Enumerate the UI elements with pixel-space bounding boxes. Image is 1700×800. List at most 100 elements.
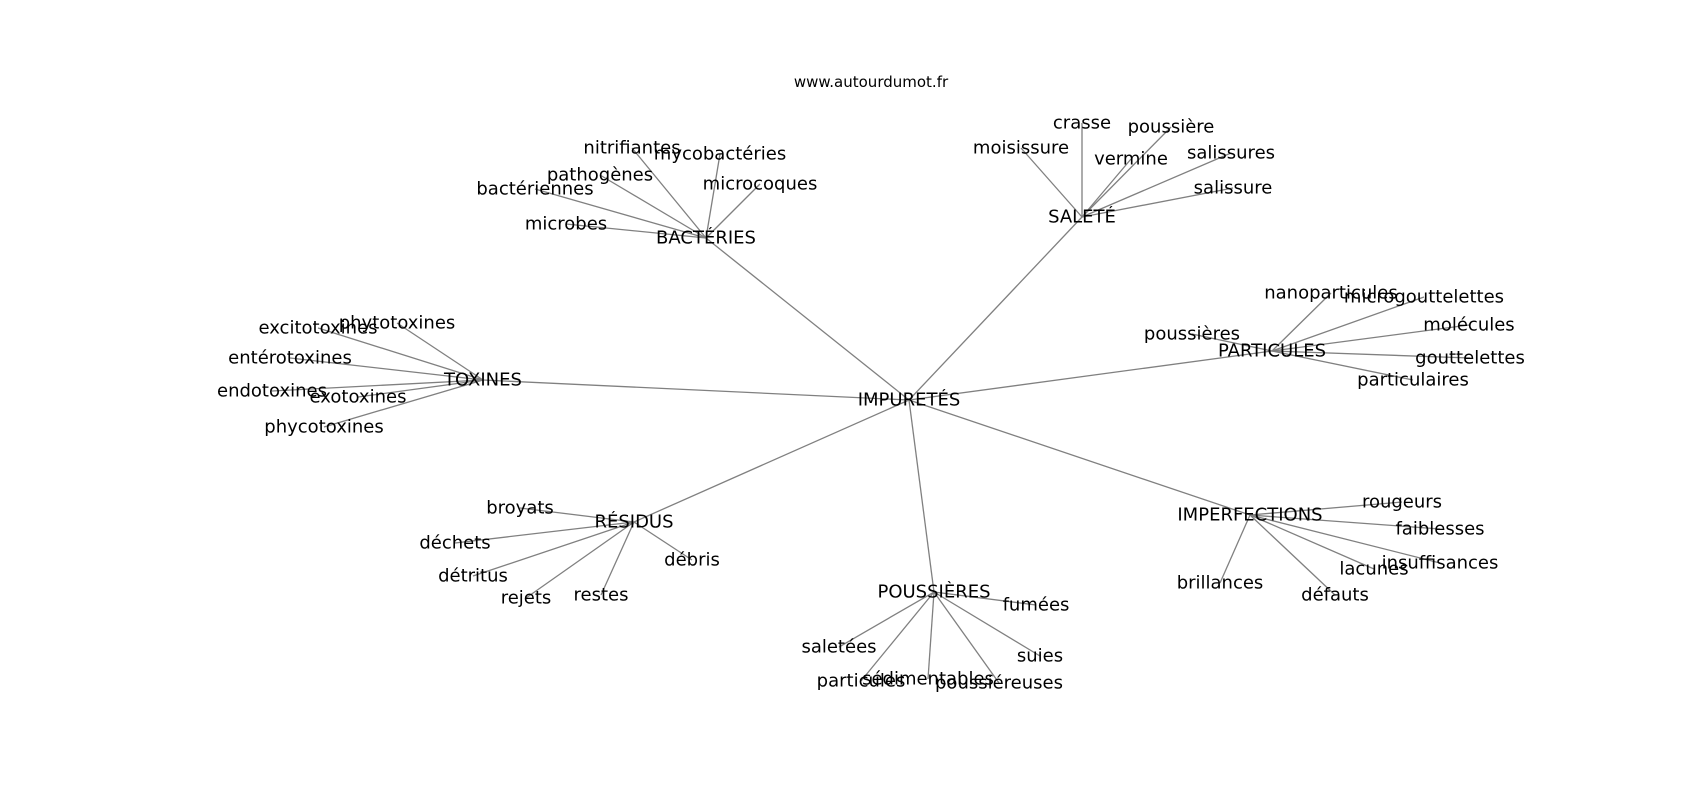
edge-center-particules: [908, 350, 1273, 401]
edge-residus-restes: [600, 521, 635, 596]
leaf-node-restes[interactable]: restes: [574, 585, 629, 606]
edge-poussieres-sedimentables: [927, 591, 935, 680]
edge-toxines-excitotoxines: [317, 327, 484, 381]
edge-residus-debris: [633, 521, 693, 561]
edge-poussieres-suies: [933, 591, 1041, 657]
edge-bacteries-bacteriennes: [534, 188, 707, 239]
leaf-node-broyats[interactable]: broyats: [486, 498, 554, 519]
leaf-node-faiblesses[interactable]: faiblesses: [1395, 519, 1484, 540]
edge-bacteries-mycobacteries: [705, 153, 721, 239]
edge-imperfections-lacunes: [1249, 514, 1375, 570]
edge-bacteries-nitrifiantes: [631, 147, 707, 239]
edge-imperfections-faiblesses: [1249, 514, 1441, 530]
edge-poussieres-fumees: [933, 591, 1037, 606]
edge-toxines-phytotoxines: [396, 322, 484, 381]
leaf-node-saletees[interactable]: saletées: [801, 637, 876, 658]
leaf-node-salissures[interactable]: salissures: [1187, 143, 1275, 164]
leaf-node-poussiereuses[interactable]: poussiéreuses: [935, 673, 1063, 694]
leaf-node-nanoparticules[interactable]: nanoparticules: [1264, 283, 1398, 304]
leaf-node-endotoxines[interactable]: endotoxines: [217, 381, 327, 402]
edge-salete-salissures: [1081, 152, 1232, 218]
edge-residus-detritus: [472, 521, 635, 577]
leaf-node-microbes[interactable]: microbes: [525, 214, 607, 235]
leaf-node-salissure[interactable]: salissure: [1194, 178, 1273, 199]
center-node[interactable]: IMPURETÉS: [858, 389, 961, 411]
leaf-node-brillances[interactable]: brillances: [1177, 573, 1264, 594]
leaf-node-excitotoxines[interactable]: excitotoxines: [258, 318, 377, 339]
edge-poussieres-saletees: [838, 591, 935, 648]
edge-center-bacteries: [705, 237, 910, 401]
leaf-node-rejets[interactable]: rejets: [501, 588, 552, 609]
branch-node-particules[interactable]: PARTICULES: [1218, 341, 1326, 362]
edge-imperfections-brillances: [1219, 514, 1251, 584]
edge-salete-moisissure: [1020, 147, 1083, 218]
edge-toxines-endotoxines: [271, 379, 484, 392]
leaf-node-particules[interactable]: particules: [817, 671, 906, 692]
leaf-node-exotoxines[interactable]: exotoxines: [310, 387, 407, 408]
edge-center-residus: [633, 399, 910, 523]
leaf-node-nitrifiantes[interactable]: nitrifiantes: [583, 138, 680, 159]
edge-salete-salissure: [1081, 187, 1234, 218]
edge-poussieres-poussiereuses: [933, 591, 1000, 684]
edge-particules-particulaires: [1271, 350, 1414, 381]
edge-toxines-enterotoxines: [289, 357, 484, 381]
edge-bacteries-microbes: [565, 223, 707, 239]
edge-bacteries-microcoques: [705, 183, 761, 239]
leaf-node-microcoques[interactable]: microcoques: [703, 174, 818, 195]
edge-particules-microgouttelettes: [1271, 296, 1425, 352]
leaf-node-fumees[interactable]: fumées: [1003, 595, 1070, 616]
branch-node-poussieres[interactable]: POUSSIÈRES: [877, 581, 990, 603]
edge-salete-poussiere: [1081, 126, 1172, 218]
edge-center-imperfections: [908, 399, 1251, 516]
leaf-node-dechets[interactable]: déchets: [419, 533, 490, 554]
labels-layer: IMPURETÉS BACTÉRIES nitrifiantesmycobactér…: [217, 113, 1525, 694]
leaf-node-lacunes[interactable]: lacunes: [1339, 559, 1408, 580]
leaf-node-debris[interactable]: débris: [664, 550, 720, 571]
edge-residus-dechets: [454, 521, 635, 544]
edge-salete-vermine: [1081, 158, 1132, 218]
edge-particules-gouttelettes: [1271, 350, 1471, 359]
leaf-node-mycobacteries[interactable]: mycobactéries: [654, 144, 786, 165]
edge-center-salete: [908, 216, 1083, 401]
edge-center-poussieres: [908, 399, 935, 593]
leaf-node-suies[interactable]: suies: [1017, 646, 1063, 667]
edge-particules-nanoparticules: [1271, 292, 1332, 352]
edge-imperfections-insuffisances: [1249, 514, 1441, 564]
branch-node-toxines[interactable]: TOXINES: [443, 370, 522, 391]
edge-residus-broyats: [519, 507, 635, 523]
edges-layer: [271, 123, 1471, 684]
leaf-node-sedimentables[interactable]: sédimentables: [862, 669, 994, 690]
leaf-node-poussiere[interactable]: poussière: [1128, 117, 1215, 138]
branch-node-bacteries[interactable]: BACTÉRIES: [656, 227, 756, 249]
edge-bacteries-pathogenes: [599, 174, 707, 239]
edge-residus-rejets: [525, 521, 635, 599]
branch-node-residus[interactable]: RÉSIDUS: [594, 511, 673, 533]
leaf-node-poussieres[interactable]: poussières: [1144, 324, 1240, 345]
leaf-node-phytotoxines[interactable]: phytotoxines: [339, 313, 456, 334]
leaf-node-moisissure[interactable]: moisissure: [973, 138, 1069, 159]
leaf-node-detritus[interactable]: détritus: [438, 566, 508, 587]
branch-node-imperfections[interactable]: IMPERFECTIONS: [1177, 505, 1322, 526]
leaf-node-bacteriennes[interactable]: bactériennes: [476, 179, 593, 200]
leaf-node-phycotoxines[interactable]: phycotoxines: [264, 417, 383, 438]
edge-imperfections-rougeurs: [1249, 501, 1403, 516]
edge-center-toxines: [482, 379, 910, 401]
edge-particules-poussieres: [1191, 333, 1273, 352]
leaf-node-crasse[interactable]: crasse: [1053, 113, 1111, 134]
leaf-node-enterotoxines[interactable]: entérotoxines: [228, 348, 352, 369]
leaf-node-microgouttelettes[interactable]: microgouttelettes: [1344, 287, 1504, 308]
leaf-node-pathogenes[interactable]: pathogènes: [547, 165, 653, 186]
edge-particules-molecules: [1271, 324, 1470, 352]
leaf-node-gouttelettes[interactable]: gouttelettes: [1415, 348, 1525, 369]
leaf-node-vermine[interactable]: vermine: [1094, 149, 1168, 170]
branch-node-salete[interactable]: SALETÉ: [1048, 206, 1116, 228]
leaf-node-particulaires[interactable]: particulaires: [1357, 370, 1469, 391]
leaf-node-molecules[interactable]: molécules: [1423, 315, 1514, 336]
leaf-node-insuffisances[interactable]: insuffisances: [1382, 553, 1499, 574]
edge-toxines-phycotoxines: [323, 379, 484, 428]
edge-imperfections-defauts: [1249, 514, 1336, 596]
leaf-node-rougeurs[interactable]: rougeurs: [1362, 492, 1442, 513]
leaf-node-defauts[interactable]: défauts: [1301, 585, 1369, 606]
